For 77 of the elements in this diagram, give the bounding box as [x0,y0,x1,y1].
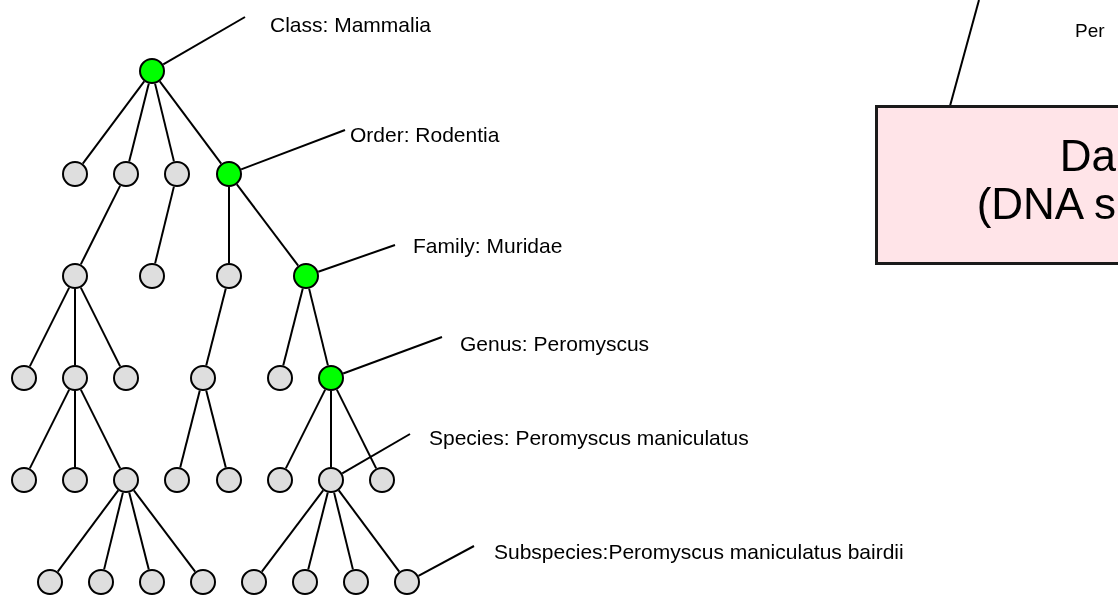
tree-branch [154,185,175,265]
tree-branch [79,388,122,470]
highlighted-tree-node [318,365,344,391]
highlighted-tree-node [139,58,165,84]
box-text: Da (DNA s [975,132,1116,228]
tree-branch [179,389,201,469]
tree-branch [260,489,325,573]
tree-node [62,365,88,391]
tree-node [11,365,37,391]
tree-branch [333,491,354,571]
leader-line [341,433,411,475]
tree-branch [74,390,76,468]
tree-node [62,467,88,493]
data-box [875,105,1118,265]
tree-branch [235,183,300,267]
rank-label: Class: Mammalia [270,13,432,38]
tree-branch [282,287,304,367]
tree-node [190,569,216,595]
rank-label: Species: Peromyscus maniculatus [429,426,749,451]
tree-branch [74,288,76,366]
tree-node [164,161,190,187]
highlighted-tree-node [293,263,319,289]
tree-node [241,569,267,595]
tree-node [216,263,242,289]
tree-node [62,263,88,289]
tree-branch [128,491,150,571]
leader-line [162,16,246,66]
tree-node [139,263,165,289]
leader-line [317,244,396,273]
rank-label: Family: Muridae [413,234,563,259]
tree-node [318,467,344,493]
tree-branch [205,389,227,469]
rank-label: Genus: Peromyscus [460,332,650,357]
tree-branch [228,186,230,264]
tree-branch [335,388,378,470]
tree-branch [158,80,223,165]
tree-branch [81,80,146,165]
tree-branch [337,489,401,573]
tree-branch [103,491,124,571]
tree-node [343,569,369,595]
tree-node [394,569,420,595]
leader-line [949,0,980,107]
tree-node [62,161,88,187]
rank-label: Subspecies:Peromyscus maniculatus bairdii [494,540,904,565]
tree-node [164,467,190,493]
tree-branch [128,82,150,163]
tree-branch [79,184,122,266]
tree-branch [308,287,329,367]
tree-branch [79,286,122,368]
tree-node [267,365,293,391]
tree-node [37,569,63,595]
tree-branch [132,489,197,573]
tree-node [369,467,395,493]
tree-node [216,467,242,493]
tree-branch [330,390,332,468]
tree-branch [284,388,327,470]
cut-off-label: Per [1075,20,1105,42]
tree-branch [205,287,227,367]
highlighted-tree-node [216,161,242,187]
tree-node [113,365,139,391]
tree-node [267,467,293,493]
leader-line [240,129,346,171]
tree-branch [154,82,175,163]
leader-line [417,545,475,577]
tree-branch [307,491,329,571]
tree-branch [28,286,71,368]
tree-node [139,569,165,595]
tree-node [292,569,318,595]
tree-node [190,365,216,391]
tree-node [113,161,139,187]
leader-line [342,336,443,375]
tree-node [11,467,37,493]
tree-branch [56,489,120,573]
tree-branch [28,388,71,470]
rank-label: Order: Rodentia [350,123,500,148]
tree-node [113,467,139,493]
tree-node [88,569,114,595]
